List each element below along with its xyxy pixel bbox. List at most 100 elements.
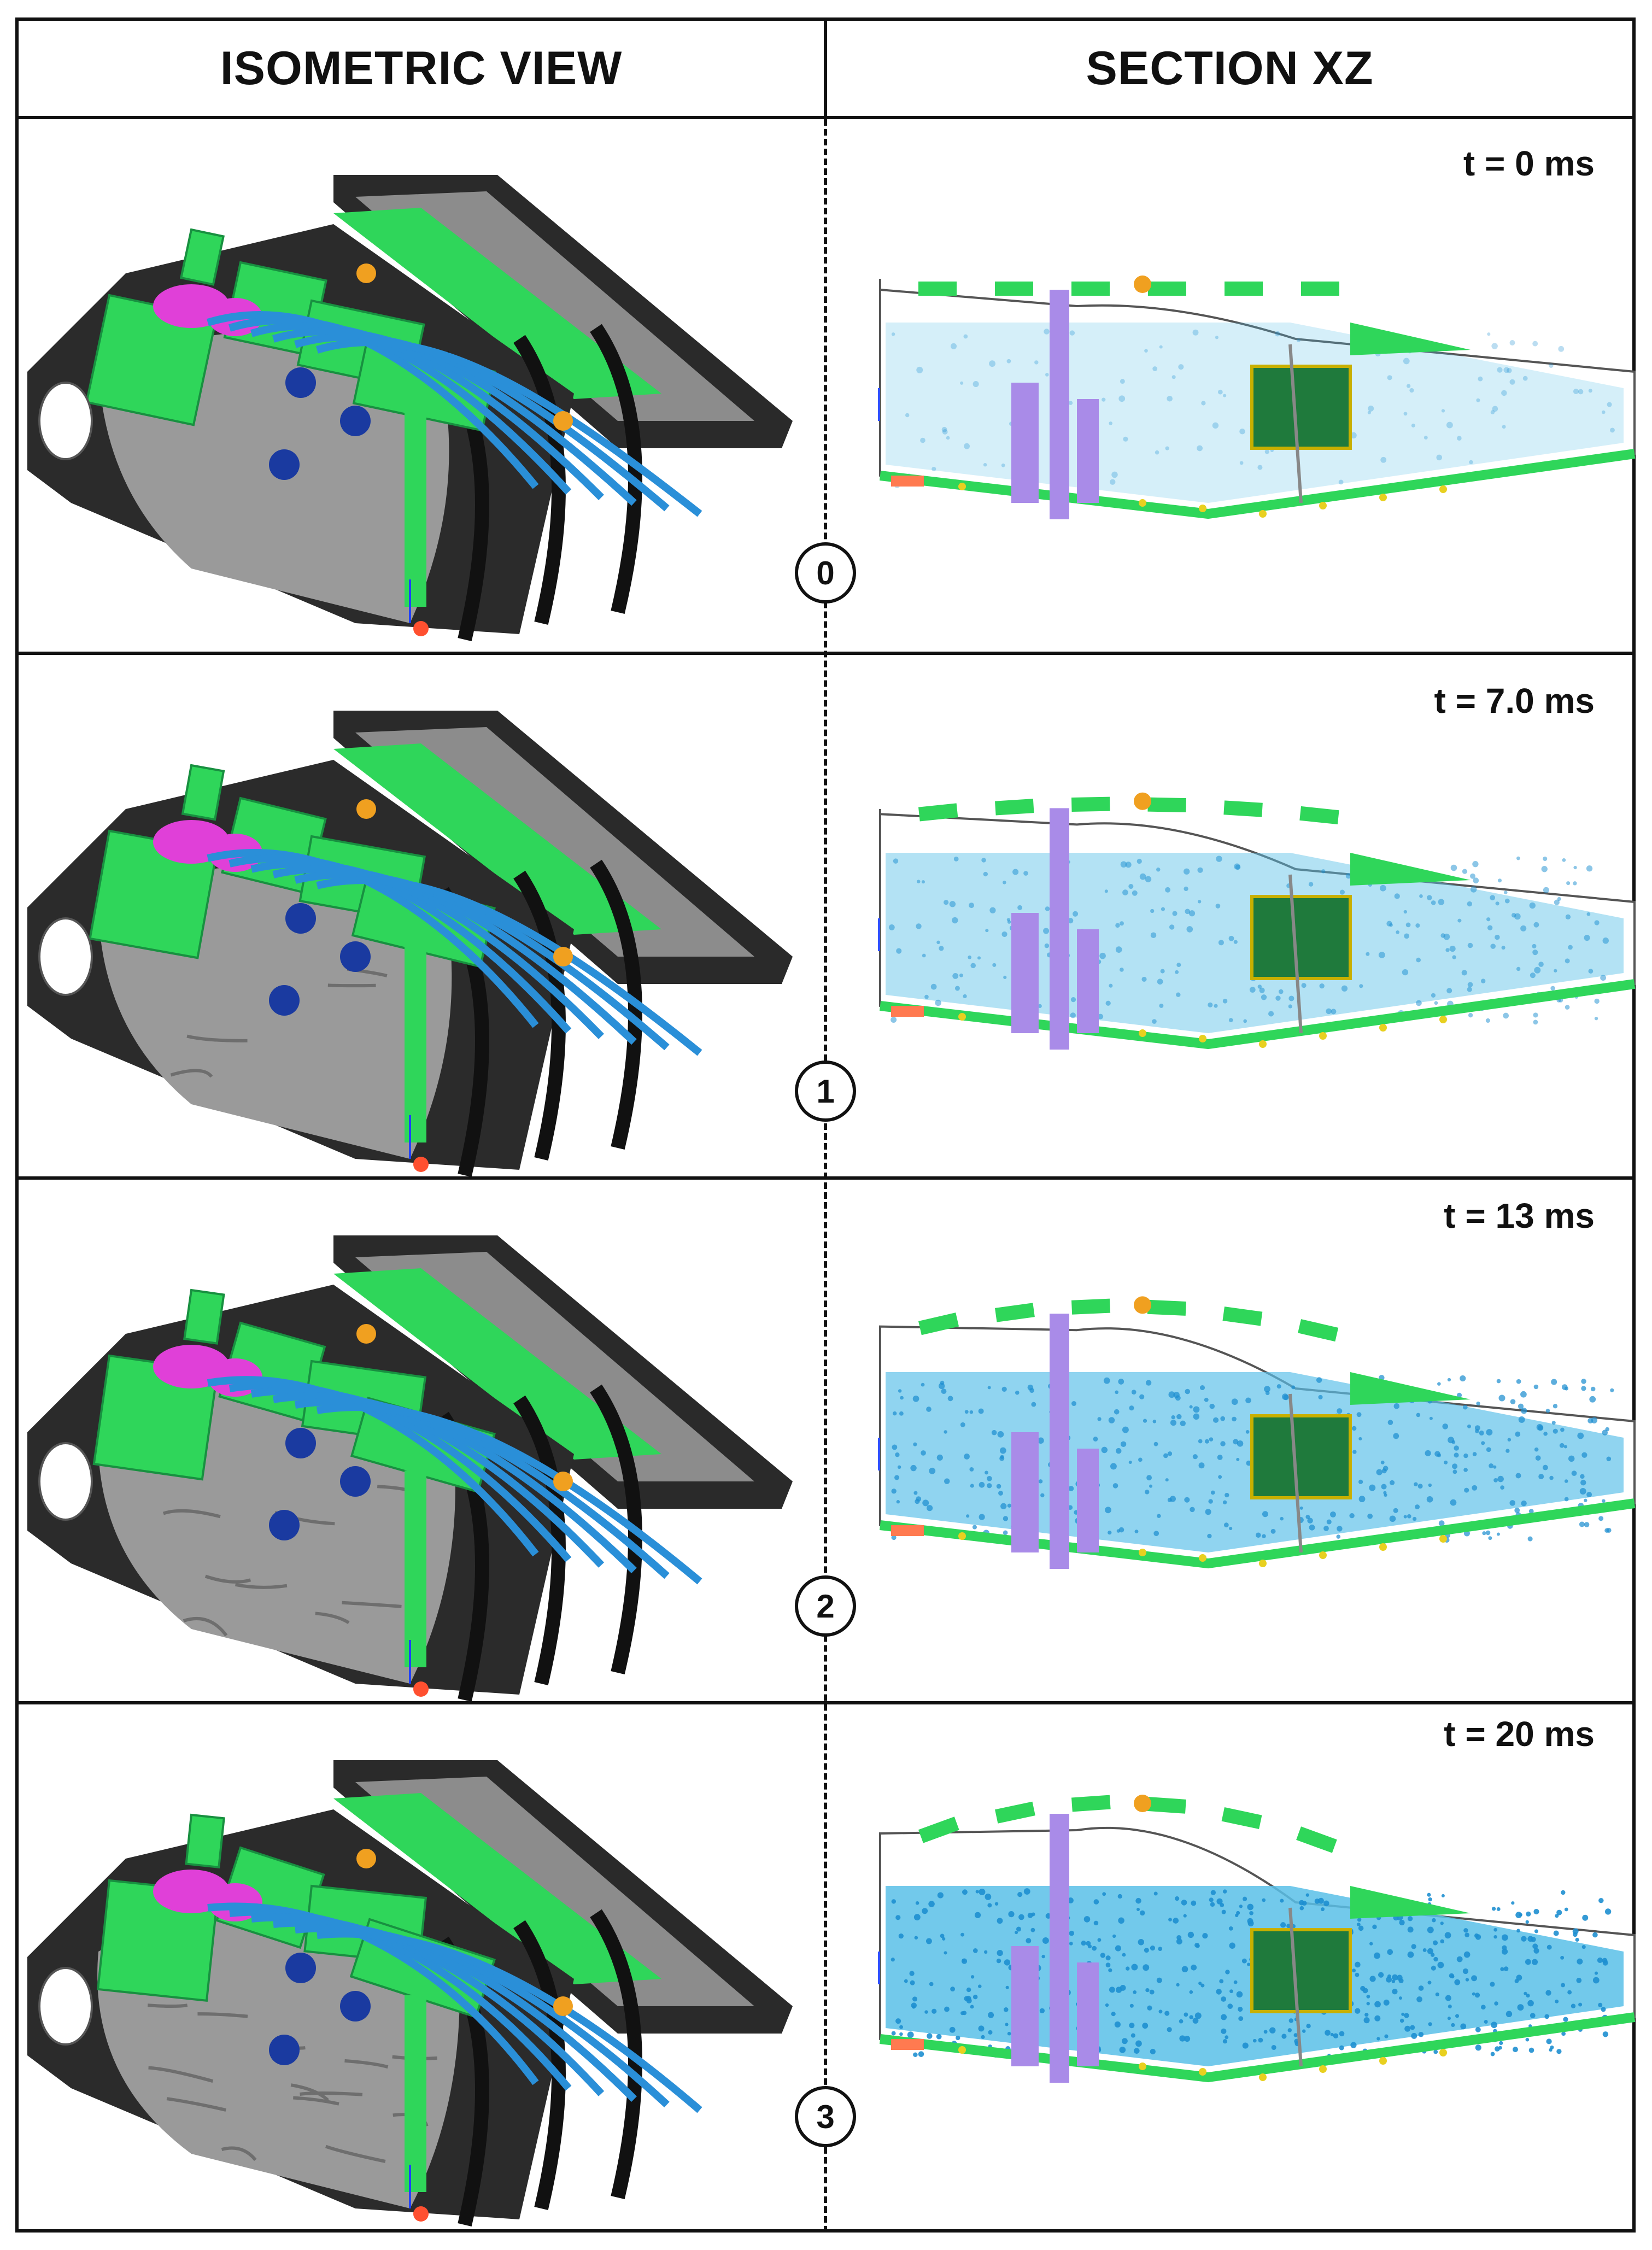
fluid-particle (1326, 1008, 1332, 1015)
upper-stringer (1148, 282, 1186, 296)
fluid-particle (964, 443, 970, 449)
rear-component-strip (333, 208, 661, 399)
boundary-marker (891, 2039, 924, 2050)
fluid-particle (1366, 952, 1370, 956)
fuel-pipe (272, 865, 637, 1045)
fluid-particle (1222, 1889, 1227, 1894)
fastener (1199, 505, 1206, 512)
fluid-particle (1115, 923, 1120, 928)
fluid-particle (1392, 1974, 1398, 1981)
equipment-block (183, 1288, 225, 1345)
fluid-particle (1404, 933, 1409, 939)
fluid-particle (1189, 1405, 1193, 1409)
fluid-particle (1297, 338, 1300, 343)
fuel-pipe (229, 1908, 572, 2091)
fluid-particle (1516, 1929, 1520, 1933)
fluid-particle (1376, 2037, 1380, 2041)
fluid-particle (1372, 1924, 1377, 1930)
orange-fitting (553, 1996, 573, 2016)
fluid-particle (1208, 1499, 1213, 1504)
fluid-particle (1143, 1419, 1147, 1423)
fluid-particle (1216, 1989, 1222, 1995)
fluid-particle (1497, 367, 1503, 373)
fluid-particle (1369, 1484, 1376, 1491)
origin-marker (413, 621, 429, 636)
fluid-particle (1535, 1455, 1541, 1461)
fluid-particle (1137, 858, 1142, 864)
fluid-particle (1509, 379, 1515, 385)
fluid-particle (1246, 1460, 1252, 1466)
fastener (1439, 1535, 1447, 1543)
fluid-particle (1389, 1515, 1396, 1522)
fluid-particle (987, 1483, 992, 1489)
fluid-particle (985, 1894, 992, 1900)
fluid-particle (898, 1933, 904, 1939)
orange-fitting (553, 1472, 573, 1491)
pump-unit (340, 941, 371, 972)
fluid-particle (1527, 2000, 1534, 2007)
fluid-particle (1364, 2013, 1369, 2017)
fluid-particle (1352, 1968, 1356, 1973)
lower-skin-stringer (879, 449, 1636, 519)
fluid-particle (922, 1499, 929, 1507)
fluid-particle (1305, 1893, 1309, 1897)
fluid-particle (932, 466, 936, 472)
fluid-particle (997, 1431, 1004, 1438)
upper-stringer (1299, 806, 1339, 825)
fluid-particle (1473, 877, 1479, 884)
fluid-particle (1588, 969, 1594, 974)
skin-wrinkle (183, 1616, 228, 1637)
fluid-particle (1396, 930, 1399, 934)
fuel-pipe (250, 322, 604, 500)
fluid-particle (987, 1476, 992, 1481)
fluid-particle (1115, 946, 1122, 953)
fluid-particle (978, 1408, 984, 1414)
fluid-particle (1524, 1991, 1527, 1995)
fluid-particle (997, 1918, 1003, 1924)
fluid-particle (1222, 1500, 1227, 1505)
skin-wrinkle (186, 1034, 248, 1042)
fuel-pipe (228, 317, 572, 495)
fluid-particle (1606, 1527, 1612, 1533)
fluid-particle (1238, 2016, 1244, 2022)
fastener (1259, 510, 1267, 518)
fluid-particle (1207, 1533, 1212, 1539)
fluid-particle (1454, 1979, 1461, 1985)
fluid-particle (981, 2035, 985, 2039)
fluid-particle (912, 1996, 918, 2002)
fluid-particle (1452, 955, 1456, 959)
fluid-particle (937, 1892, 944, 1899)
fluid-particle (1355, 2008, 1361, 2014)
fluid-particle (1589, 1396, 1596, 1403)
fluid-particle (1575, 1937, 1579, 1942)
fluid-particle (1165, 446, 1169, 450)
fluid-particle (1179, 2035, 1186, 2042)
probe-housing (1077, 1449, 1099, 1552)
fluid-particle (1068, 1486, 1074, 1492)
fluid-particle (1105, 1962, 1111, 1968)
fluid-particle (1105, 2003, 1109, 2007)
fluid-particle (1345, 873, 1351, 879)
fluid-particle (1280, 1516, 1284, 1521)
step-badge: 0 (795, 542, 856, 603)
fluid-particle (1515, 1431, 1521, 1437)
fluid-particle (1164, 2011, 1170, 2016)
fluid-particle (909, 1971, 915, 1976)
fluid-particle (1455, 2014, 1460, 2018)
fluid-particle (1514, 913, 1521, 920)
fluid-particle (1262, 1534, 1266, 1538)
fluid-particle (1485, 1530, 1491, 1536)
fluid-particle (1169, 924, 1175, 930)
fluid-particle (944, 2006, 950, 2012)
fluid-particle (1258, 2037, 1263, 2043)
fluid-particle (1122, 1426, 1129, 1433)
fairing-wedge (1350, 1372, 1471, 1405)
fluid-particle (1582, 1914, 1589, 1921)
fluid-particle (912, 1395, 919, 1402)
fluid-particle (1415, 923, 1420, 928)
fluid-particle (1233, 1439, 1239, 1445)
fluid-particle (1150, 909, 1155, 913)
fluid-particle (1351, 1426, 1357, 1431)
fluid-particle (936, 1454, 943, 1461)
fluid-particle (1391, 1979, 1396, 1983)
